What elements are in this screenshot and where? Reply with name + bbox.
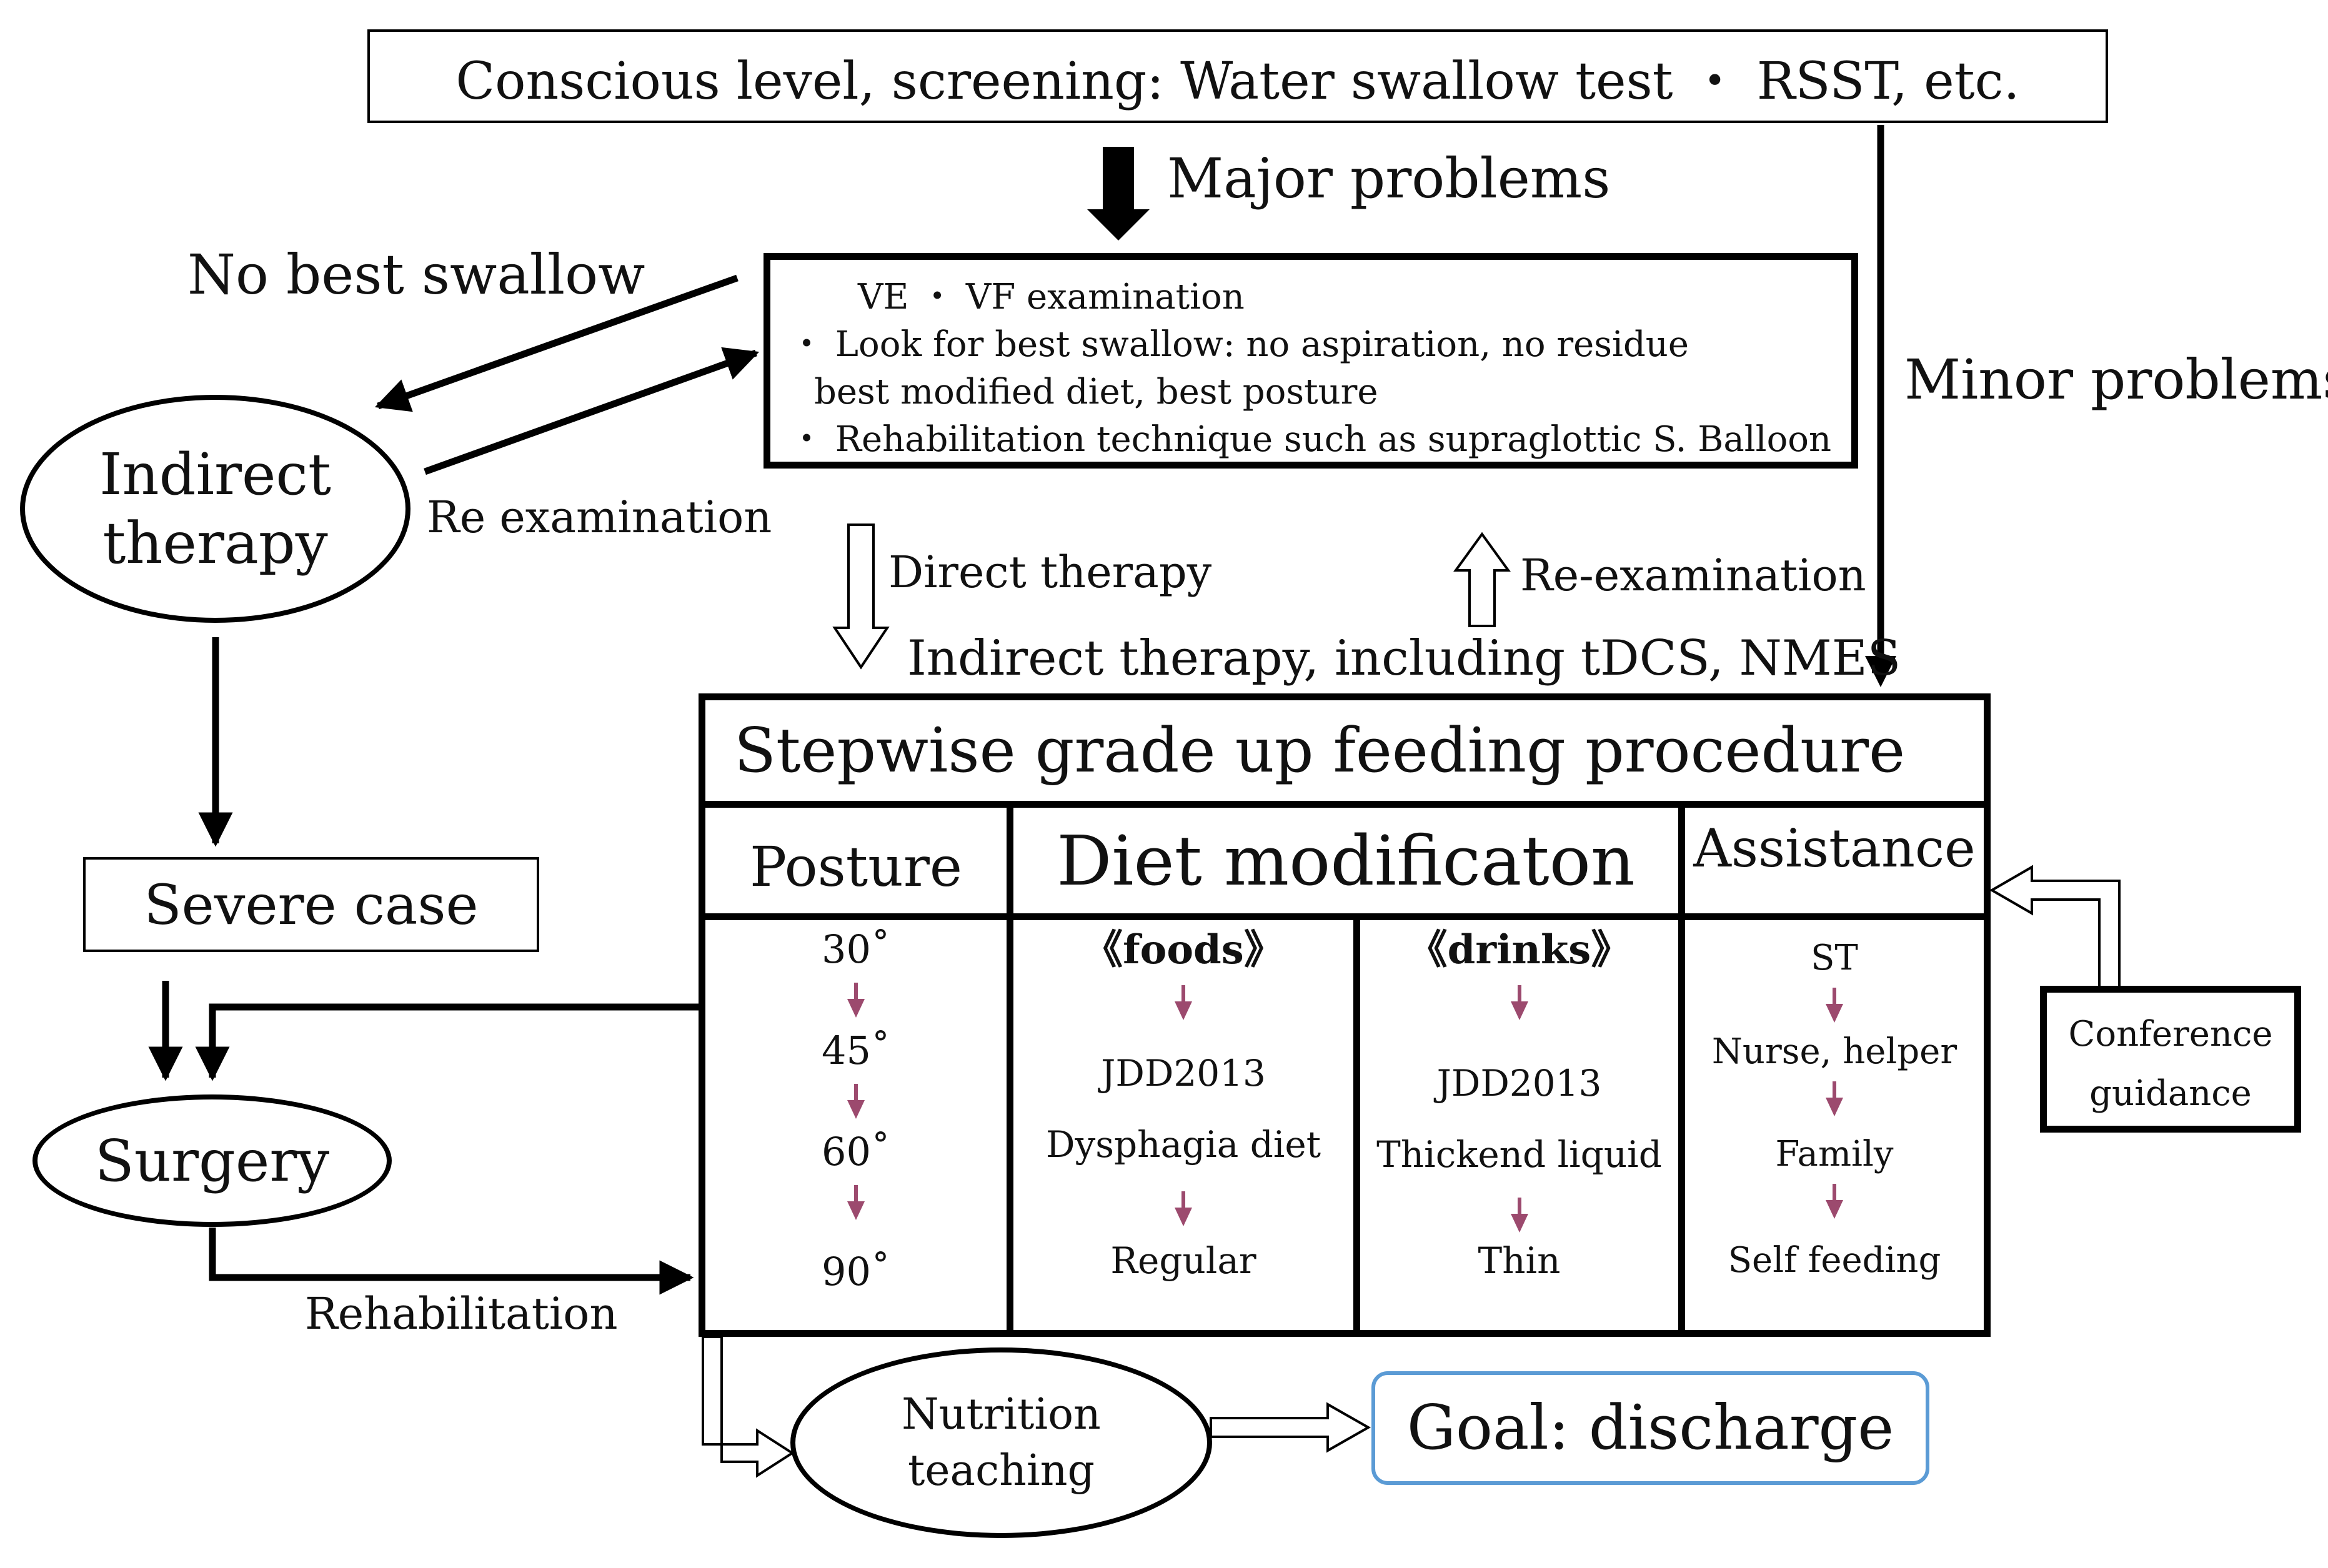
step-arrow-icon bbox=[1826, 1081, 1843, 1116]
re-examination-arrow bbox=[424, 347, 760, 475]
re-examination-up-label: Re-examination bbox=[1520, 550, 1866, 601]
diet-header: Diet modificaton bbox=[1057, 820, 1635, 901]
assistance-item-nurse: Nurse, helper bbox=[1711, 1031, 1957, 1072]
ve-vf-title: VE ・ VF examination bbox=[858, 277, 1245, 317]
re-examination-hollow-arrow bbox=[1453, 532, 1511, 627]
minor-problems-arrow bbox=[1865, 125, 1896, 687]
step-arrow-icon bbox=[847, 1084, 865, 1119]
assistance-item-family: Family bbox=[1775, 1134, 1894, 1174]
surgery-text: Surgery bbox=[94, 1127, 330, 1194]
foods-head: 《foods》 bbox=[1083, 926, 1284, 973]
step-arrow-icon bbox=[1175, 1191, 1192, 1226]
step-arrow-icon bbox=[847, 983, 865, 1018]
rehabilitation-arrow bbox=[209, 1228, 694, 1295]
major-problems-arrow bbox=[1087, 147, 1150, 241]
posture-header: Posture bbox=[750, 835, 962, 899]
conference-line1: Conference bbox=[2068, 1013, 2273, 1054]
foods-end: Regular bbox=[1110, 1239, 1256, 1282]
diet-header-cell: Diet modificaton bbox=[1013, 808, 1685, 920]
drinks-end: Thin bbox=[1478, 1239, 1561, 1282]
surgery-node: Surgery bbox=[32, 1094, 392, 1227]
posture-item-90: 90˚ bbox=[822, 1249, 890, 1294]
major-problems-label: Major problems bbox=[1167, 146, 1611, 211]
step-arrow-icon bbox=[847, 1185, 865, 1220]
procedure-title-cell: Stepwise grade up feeding procedure bbox=[705, 700, 1984, 808]
drinks-head: 《drinks》 bbox=[1407, 926, 1631, 973]
indirect-tdcs-label: Indirect therapy, including tDCS, NMES bbox=[907, 630, 1901, 687]
step-arrow-icon bbox=[1510, 1198, 1528, 1233]
direct-therapy-hollow-arrow bbox=[832, 523, 890, 670]
severe-case-text: Severe case bbox=[144, 872, 479, 937]
posture-item-60: 60˚ bbox=[822, 1129, 890, 1174]
posture-header-cell: Posture bbox=[705, 808, 1013, 920]
indirect-therapy-line1: Indirect bbox=[99, 440, 331, 508]
nutrition-line2: teaching bbox=[907, 1446, 1095, 1496]
step-arrow-icon bbox=[1510, 985, 1528, 1020]
posture-item-30: 30˚ bbox=[822, 926, 890, 972]
foods-line2: Dysphagia diet bbox=[1045, 1123, 1321, 1166]
assistance-column: ST Nurse, helper Family Self feeding bbox=[1685, 920, 1984, 1331]
re-examination-label: Re examination bbox=[427, 492, 772, 543]
nutrition-teaching-node: Nutrition teaching bbox=[790, 1347, 1212, 1538]
foods-column: 《foods》 JDD2013 Dysphagia diet Regular bbox=[1013, 920, 1360, 1331]
screening-box: Conscious level, screening: Water swallo… bbox=[367, 29, 2108, 123]
posture-item-45: 45˚ bbox=[822, 1028, 890, 1073]
nutrition-to-goal-hollow-arrow bbox=[1210, 1402, 1371, 1453]
no-best-swallow-arrow bbox=[374, 274, 739, 412]
assistance-item-st: ST bbox=[1811, 938, 1858, 978]
foods-line1: JDD2013 bbox=[1101, 1052, 1266, 1094]
conference-line2: guidance bbox=[2089, 1073, 2252, 1114]
indirect-therapy-line2: therapy bbox=[102, 509, 328, 577]
procedure-to-nutrition-hollow-arrow bbox=[702, 1336, 795, 1478]
goal-text: Goal: discharge bbox=[1406, 1392, 1894, 1464]
ve-vf-line1: ・ Look for best swallow: no aspiration, … bbox=[789, 324, 1689, 365]
no-best-swallow-label: No best swallow bbox=[187, 242, 645, 307]
assistance-item-self: Self feeding bbox=[1728, 1240, 1941, 1281]
drinks-line2: Thickend liquid bbox=[1376, 1133, 1662, 1176]
severe-case-box: Severe case bbox=[83, 857, 539, 952]
drinks-column: 《drinks》 JDD2013 Thickend liquid Thin bbox=[1360, 920, 1685, 1331]
procedure-title: Stepwise grade up feeding procedure bbox=[734, 715, 1906, 786]
step-arrow-icon bbox=[1175, 985, 1192, 1020]
drinks-line1: JDD2013 bbox=[1436, 1062, 1602, 1104]
assistance-header: Assistance bbox=[1693, 817, 1976, 879]
minor-problems-label: Minor problems bbox=[1904, 347, 2328, 412]
ve-vf-box: VE ・ VF examination ・ Look for best swal… bbox=[764, 253, 1858, 469]
posture-column: 30˚ 45˚ 60˚ 90˚ bbox=[705, 920, 1013, 1331]
conference-hollow-arrow-shape bbox=[1989, 865, 2121, 988]
direct-therapy-label: Direct therapy bbox=[888, 547, 1212, 598]
conference-guidance-box: Conference guidance bbox=[2040, 986, 2301, 1133]
procedure-table: Stepwise grade up feeding procedure Post… bbox=[699, 693, 1991, 1337]
nutrition-line1: Nutrition bbox=[902, 1389, 1101, 1439]
indirect-therapy-node: Indirect therapy bbox=[20, 395, 410, 623]
ve-vf-line2: best modified diet, best posture bbox=[814, 372, 1378, 412]
step-arrow-icon bbox=[1826, 988, 1843, 1023]
assistance-header-cell: Assistance bbox=[1685, 808, 1984, 920]
ve-vf-line3: ・ Rehabilitation technique such as supra… bbox=[789, 419, 1832, 460]
procedure-to-surgery-arrow bbox=[195, 1003, 703, 1081]
rehabilitation-label: Rehabilitation bbox=[305, 1288, 618, 1339]
screening-text: Conscious level, screening: Water swallo… bbox=[455, 51, 2020, 111]
step-arrow-icon bbox=[1826, 1184, 1843, 1219]
goal-discharge-box: Goal: discharge bbox=[1371, 1371, 1929, 1485]
